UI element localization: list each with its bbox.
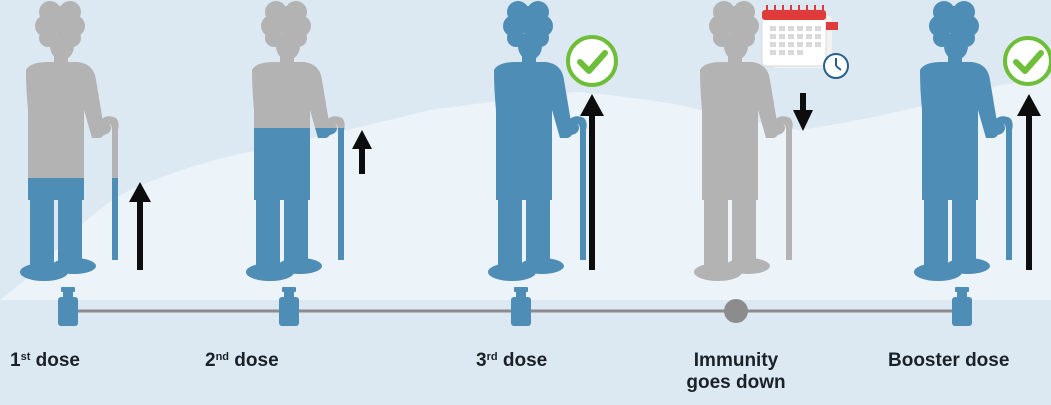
label-dose3-suffix: rd: [487, 351, 498, 363]
label-waning: Immunity goes down: [676, 350, 796, 394]
label-booster: Booster dose: [888, 350, 1009, 372]
check-circle-icon: [1005, 38, 1051, 84]
label-dose1-text: dose: [30, 350, 80, 371]
label-dose2-suffix: nd: [216, 351, 229, 363]
label-dose1-suffix: st: [21, 351, 31, 363]
label-booster-text: Booster dose: [888, 350, 1009, 371]
calendar-clock-icon: [762, 5, 848, 78]
label-dose2-number: 2: [205, 350, 216, 371]
label-dose3: 3rd dose: [476, 350, 547, 372]
label-dose3-text: dose: [498, 350, 548, 371]
label-dose2: 2nd dose: [205, 350, 279, 372]
label-dose1: 1st dose: [10, 350, 80, 372]
timeline-dot-icon: [724, 299, 748, 323]
check-circle-icon: [568, 37, 616, 85]
arrow-down-waning: [793, 93, 813, 131]
label-dose2-text: dose: [229, 350, 279, 371]
label-waning-line1: Immunity: [676, 350, 796, 372]
label-waning-line2: goes down: [676, 372, 796, 394]
label-dose1-number: 1: [10, 350, 21, 371]
label-dose3-number: 3: [476, 350, 487, 371]
